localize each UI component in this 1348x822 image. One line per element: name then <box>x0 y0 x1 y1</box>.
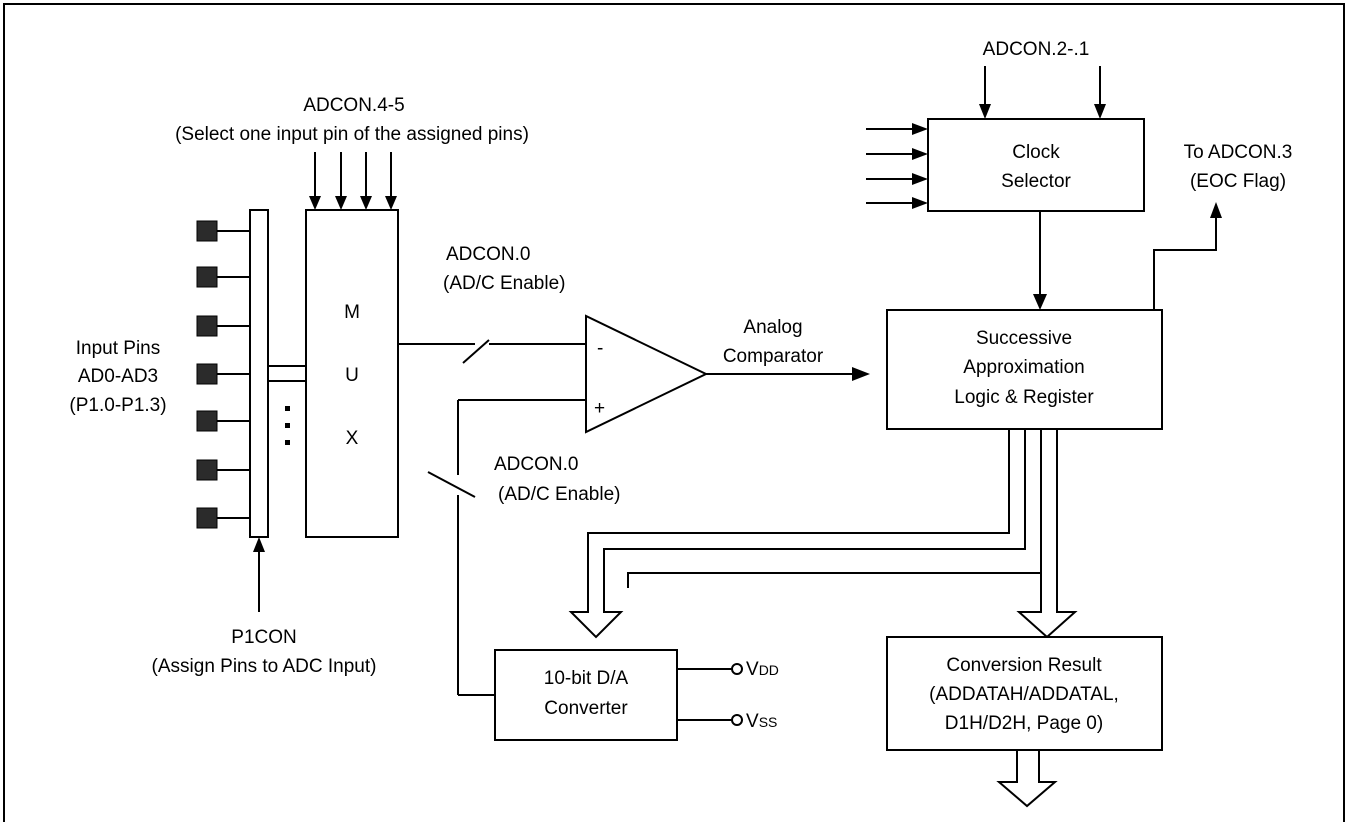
adcon0-top-description: (AD/C Enable) <box>443 273 566 294</box>
mux-select-arrows <box>309 152 397 210</box>
analog-comparator-label-2: Comparator <box>723 346 824 367</box>
sar-label-2: Approximation <box>963 357 1084 378</box>
clock-selector-label-2: Selector <box>1001 171 1071 192</box>
clock-input-arrows <box>866 123 928 209</box>
adcon21-arrows <box>979 66 1106 119</box>
mux-letter-u: U <box>345 365 359 386</box>
pin-select-bar <box>249 209 269 538</box>
vdd-terminal <box>731 663 743 675</box>
ellipsis-dot <box>285 406 290 411</box>
input-pins-label: Input Pins <box>76 338 161 359</box>
comparator-minus: - <box>597 338 603 359</box>
eoc-target-label: To ADCON.3 <box>1184 142 1293 163</box>
adcon0-top-label: ADCON.0 <box>446 244 530 265</box>
clock-selector-label: Clock <box>1012 142 1060 163</box>
bus-result-output <box>996 750 1058 808</box>
enable-switch-top <box>462 339 490 364</box>
clock-selector-block <box>927 118 1145 212</box>
input-pin-4 <box>196 363 218 385</box>
bus-sar-to-result <box>1016 429 1078 639</box>
arrow-right-icon <box>852 367 870 381</box>
dac-label: 10-bit D/A <box>544 668 629 689</box>
adcon21-label: ADCON.2-.1 <box>983 39 1090 60</box>
sar-label: Successive <box>976 328 1072 349</box>
adcon0-bottom-label: ADCON.0 <box>494 454 578 475</box>
adcon0-bottom-description: (AD/C Enable) <box>498 484 621 505</box>
ellipsis-dot <box>285 440 290 445</box>
arrow-down-icon <box>1033 294 1047 310</box>
input-pins <box>196 220 250 529</box>
dac-label-2: Converter <box>544 698 628 719</box>
comparator-plus: + <box>594 398 605 419</box>
adcon45-label: ADCON.4-5 <box>303 95 404 116</box>
ellipsis-dot <box>285 423 290 428</box>
vdd-label: VDD <box>746 659 779 680</box>
diagram-frame <box>3 3 1345 822</box>
p1con-label: P1CON <box>231 627 296 648</box>
bus-sar-to-dac <box>568 429 1026 639</box>
input-pin-5 <box>196 410 218 432</box>
analog-comparator-label: Analog <box>743 317 802 338</box>
arrow-up-icon <box>253 537 265 552</box>
mux-letter-x: X <box>346 428 359 449</box>
conversion-result-registers: (ADDATAH/ADDATAL, <box>929 684 1119 705</box>
dac-block <box>494 649 678 741</box>
vss-terminal <box>731 714 743 726</box>
input-pin-1 <box>196 220 218 242</box>
mux-letter-m: M <box>344 302 360 323</box>
conversion-result-label: Conversion Result <box>946 655 1102 676</box>
conversion-result-page: D1H/D2H, Page 0) <box>945 713 1103 734</box>
input-pin-2 <box>196 266 218 288</box>
analog-comparator <box>585 314 709 434</box>
input-pins-range: AD0-AD3 <box>78 366 158 387</box>
arrow-up-icon <box>1210 202 1222 218</box>
conversion-result-block <box>886 636 1163 751</box>
sar-block <box>886 309 1163 430</box>
adcon45-description: (Select one input pin of the assigned pi… <box>175 124 529 145</box>
input-pins-port: (P1.0-P1.3) <box>69 395 166 416</box>
mux-block <box>305 209 399 538</box>
input-pin-7 <box>196 507 218 529</box>
vss-label: VSS <box>746 711 777 732</box>
eoc-flag-label: (EOC Flag) <box>1190 171 1286 192</box>
input-pin-6 <box>196 459 218 481</box>
input-pin-3 <box>196 315 218 337</box>
sar-label-3: Logic & Register <box>954 387 1094 408</box>
enable-switch-bottom <box>427 471 476 498</box>
p1con-description: (Assign Pins to ADC Input) <box>152 656 377 677</box>
